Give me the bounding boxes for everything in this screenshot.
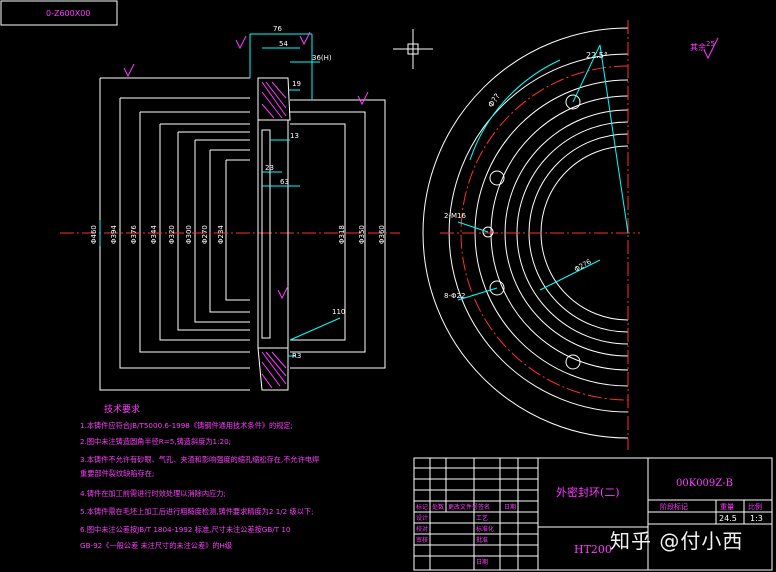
diameters-right: Φ318 Φ350 Φ360 [338, 225, 386, 244]
weight-value: 24.5 [719, 514, 737, 523]
svg-text:4.铸件在加工前需进行时效处理以消除内应力;: 4.铸件在加工前需进行时效处理以消除内应力; [80, 489, 226, 498]
svg-text:Φ318: Φ318 [338, 225, 346, 244]
dim-63: 63 [280, 178, 289, 186]
notes-heading: 技术要求 [104, 403, 140, 415]
svg-text:2.图中未注铸造圆角半径R=5,铸造斜度为1:20;: 2.图中未注铸造圆角半径R=5,铸造斜度为1:20; [80, 437, 231, 446]
svg-text:校对: 校对 [416, 525, 428, 533]
svg-text:审核: 审核 [416, 536, 428, 544]
svg-text:Φ376: Φ376 [130, 225, 138, 244]
holes-label: 8-Φ22 [444, 292, 465, 300]
material: HT200 [574, 543, 612, 556]
drawing-code-box [0, 0, 118, 26]
svg-text:5.本铸件需在毛坯上加工后进行粗糙度检测,铸件要求精度为2: 5.本铸件需在毛坯上加工后进行粗糙度检测,铸件要求精度为2 1/2 级以下; [80, 507, 314, 516]
svg-text:日期: 日期 [504, 503, 516, 511]
svg-text:Φ394: Φ394 [110, 225, 118, 244]
hdr-scale: 比例 [748, 502, 762, 511]
svg-text:GB-92《一般公差 未注尺寸的未注公差》的H级: GB-92《一般公差 未注尺寸的未注公差》的H级 [80, 541, 232, 550]
hdr-weight: 重量 [720, 503, 734, 511]
svg-text:3.本铸件不允许有砂眼、气孔、夹渣和影响强度的缩孔缩松存在,: 3.本铸件不允许有砂眼、气孔、夹渣和影响强度的缩孔缩松存在,不允许电焊 [80, 455, 319, 464]
svg-text:6.图中未注公差按JB/T 1804-1992 标准,尺寸未: 6.图中未注公差按JB/T 1804-1992 标准,尺寸未注公差按GB/T 1… [80, 525, 291, 534]
svg-text:批准: 批准 [476, 536, 488, 544]
svg-text:1.本铸件应符合JB/T5000.6-1998《铸钢件通用技: 1.本铸件应符合JB/T5000.6-1998《铸钢件通用技术条件》的规定; [80, 421, 293, 430]
dim-23: 23 [265, 164, 274, 172]
svg-text:工艺: 工艺 [476, 514, 488, 522]
roughness-note: 其余 [690, 42, 706, 52]
svg-text:处数: 处数 [432, 503, 444, 511]
small-hole-label: 2-M16 [444, 212, 466, 220]
svg-text:Φ234: Φ234 [217, 225, 225, 244]
watermark-text: 知乎 @付小西 [610, 529, 744, 553]
hdr-stage: 阶段标记 [660, 502, 688, 511]
crosshair-cursor-icon [393, 29, 433, 69]
signature-labels: 设计 校对 审核 工艺 标准化 批准 日期 [416, 514, 494, 566]
svg-text:日期: 日期 [476, 558, 488, 566]
dim-110: 110 [332, 308, 345, 316]
svg-text:标记: 标记 [416, 503, 428, 511]
diameters-left: Φ460 Φ394 Φ376 Φ344 Φ320 Φ300 Φ270 Φ234 [90, 225, 225, 244]
svg-text:Φ344: Φ344 [150, 225, 158, 244]
notes-list: 1.本铸件应符合JB/T5000.6-1998《铸钢件通用技术条件》的规定; 2… [80, 421, 319, 550]
dim-76: 76 [273, 25, 282, 33]
svg-text:标准化: 标准化 [476, 525, 494, 533]
svg-text:更改文件号: 更改文件号 [448, 503, 478, 511]
roughness-value: 25 [706, 40, 715, 48]
drawing-number: 00K009Z-B [676, 478, 733, 489]
svg-text:Φ350: Φ350 [358, 225, 366, 244]
roughness-symbol-icon [703, 37, 719, 60]
svg-text:Φ320: Φ320 [168, 225, 176, 244]
drawing-code-text: 0-Z600X00 [46, 9, 90, 18]
svg-text:签名: 签名 [478, 503, 490, 511]
angle-label: 22.5° [586, 51, 608, 60]
dim-54: 54 [279, 40, 288, 48]
svg-text:设计: 设计 [416, 514, 428, 522]
title-block [413, 457, 773, 571]
svg-text:Φ300: Φ300 [185, 225, 193, 244]
svg-text:Φ460: Φ460 [90, 225, 98, 244]
inner-dia-label: Φ2?6 [573, 257, 593, 273]
scale-value: 1:3 [750, 514, 763, 523]
dim-36: 36(H) [312, 54, 332, 62]
dim-r3: R3 [292, 352, 301, 360]
circular-view [422, 20, 640, 450]
svg-text:Φ360: Φ360 [378, 225, 386, 244]
svg-text:重要部件裂纹缺陷存在;: 重要部件裂纹缺陷存在; [80, 469, 154, 478]
section-view [60, 31, 400, 391]
svg-text:Φ270: Φ270 [201, 225, 209, 244]
dim-13: 13 [290, 132, 299, 140]
revision-row-labels: 标记 处数 更改文件号 签名 日期 [416, 503, 516, 511]
part-name: 外密封环(二) [556, 485, 620, 499]
dim-19: 19 [292, 80, 301, 88]
